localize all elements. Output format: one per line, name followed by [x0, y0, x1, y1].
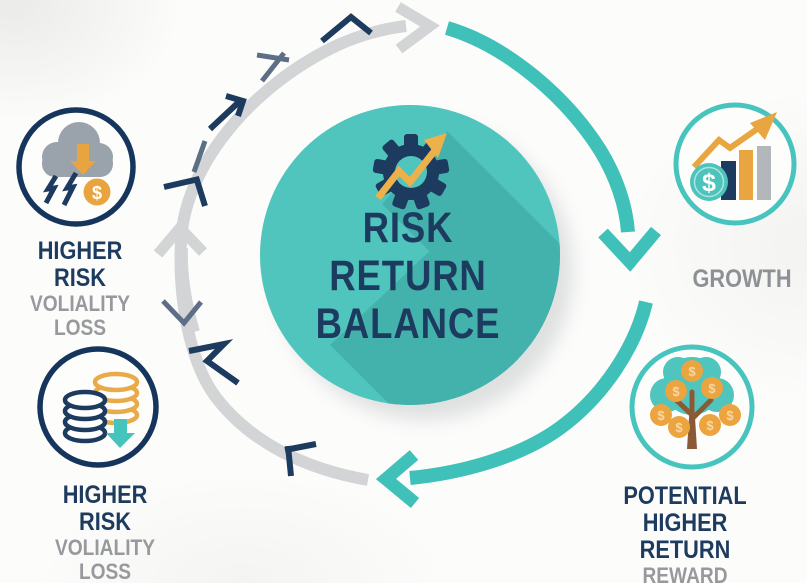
- teal-arrowhead-down: [598, 226, 661, 272]
- tick-mark: [207, 97, 244, 132]
- zigzag-arrowhead: [750, 112, 777, 140]
- label-right-bottom: POTENTIAL HIGHER RETURN REWARD: [607, 483, 764, 583]
- gray-arrowhead-right: [395, 2, 440, 54]
- storm-cloud-lightning-money-icon: $: [16, 107, 136, 227]
- label-left-bottom: HIGHER RISK VOLIALITY LOSS: [35, 482, 174, 583]
- tick-mark: [225, 93, 247, 117]
- gray-arrowhead-up: [153, 219, 207, 258]
- label-left-top-title: HIGHER RISK: [37, 237, 123, 292]
- label-left-top-sub2: LOSS: [53, 315, 107, 340]
- teal-dollar-coin-icon: $: [690, 163, 728, 201]
- gear-icon: [372, 134, 450, 210]
- center-circle-group: [260, 105, 573, 420]
- label-right-bottom-sub: REWARD: [642, 563, 728, 583]
- tick-mark: [161, 299, 203, 327]
- tick-mark: [191, 140, 208, 173]
- coin-dollar-glyph: $: [92, 183, 102, 203]
- label-right-top-title: GROWTH: [692, 265, 792, 293]
- down-arrow-icon: [70, 144, 96, 175]
- tick-mark: [163, 176, 200, 190]
- coin-dollar-glyph: $: [706, 418, 714, 433]
- falling-coin-stacks-icon: [37, 346, 159, 468]
- tick-mark: [285, 445, 294, 477]
- coin-dollar-glyph: $: [726, 408, 734, 423]
- label-right-top: GROWTH: [672, 266, 807, 293]
- navy-coin-stack-icon: [62, 389, 108, 444]
- label-left-top: HIGHER RISK VOLIALITY LOSS: [10, 238, 149, 340]
- tick-mark: [320, 13, 373, 44]
- volatility-tick-marks: [161, 13, 373, 477]
- label-right-bottom-title1: POTENTIAL: [623, 482, 747, 510]
- coin-dollar-glyph: $: [688, 364, 696, 379]
- coin-dollar-glyph: $: [675, 420, 683, 435]
- tree-coins: $ $ $ $ $ $ $: [650, 360, 741, 438]
- tick-mark: [188, 339, 240, 386]
- gear-with-growth-arrow-icon: [372, 133, 450, 210]
- lightning-bolts-icon: [42, 171, 79, 207]
- teal-down-arrow-icon: [106, 419, 135, 448]
- teal-arrowhead-left: [375, 450, 420, 509]
- center-title: RISK RETURN BALANCE: [306, 204, 510, 348]
- label-right-bottom-title2: HIGHER RETURN: [639, 509, 731, 564]
- zigzag-up-arrow: [691, 124, 762, 170]
- gray-cycle-arrows: [153, 2, 440, 486]
- coin-dollar-glyph: $: [708, 381, 716, 396]
- teal-arc-right: [444, 21, 635, 233]
- label-left-bottom-title: HIGHER RISK: [62, 481, 148, 536]
- label-left-top-sub1: VOLIALITY: [30, 291, 130, 316]
- bar-chart-coin-growth-icon: $: [673, 102, 797, 226]
- gray-arc-left-top: [174, 20, 407, 486]
- coin-dollar-glyph: $: [657, 408, 665, 423]
- money-tree-icon: $ $ $ $ $ $ $: [629, 344, 755, 470]
- tick-mark: [256, 52, 290, 63]
- center-title-line-2: RETURN: [329, 252, 487, 300]
- center-title-line-3: BALANCE: [315, 300, 501, 348]
- coin-dollar-glyph: $: [672, 384, 680, 399]
- label-left-bottom-sub2: LOSS: [78, 559, 132, 583]
- teal-arc-bottom: [409, 300, 653, 485]
- center-title-line-1: RISK: [362, 204, 454, 252]
- tick-mark: [193, 176, 208, 207]
- center-circle-inner-shadow: [330, 131, 560, 405]
- dollar-coin-icon: $: [83, 178, 111, 206]
- coin-dollar-glyph: $: [702, 169, 716, 197]
- label-left-bottom-sub1: VOLIALITY: [55, 535, 155, 560]
- growth-arrowhead: [424, 133, 447, 158]
- growth-zigzag-arrow: [375, 146, 439, 201]
- teal-cycle-arrows: [375, 21, 661, 509]
- gray-up-arrow-shaft: [175, 247, 200, 334]
